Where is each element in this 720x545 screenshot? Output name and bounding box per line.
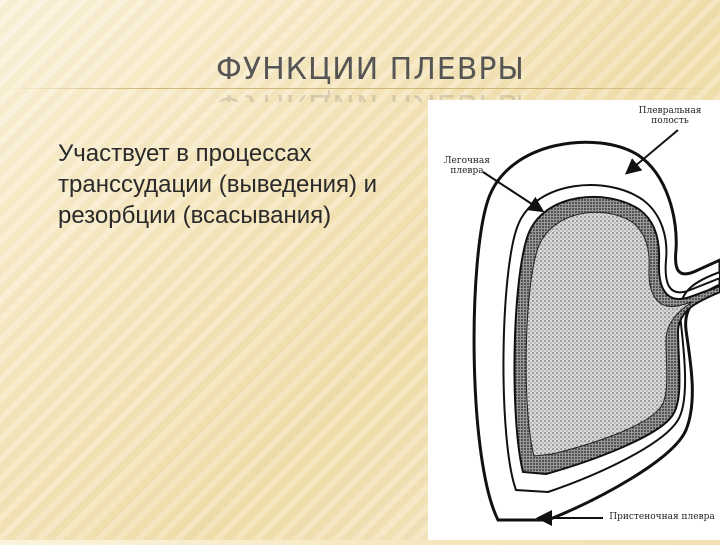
slide-body-text: Участвует в процессах транссудации (выве…	[58, 138, 428, 231]
slide-title: ФУНКЦИИ ПЛЕВРЫ	[216, 52, 536, 87]
pleura-diagram: Плевральная полость Легочная плевра Прис…	[428, 100, 720, 540]
label-visceral-pleura: Легочная плевра	[432, 156, 502, 176]
label-pleural-cavity: Плевральная полость	[624, 106, 716, 126]
label-parietal-pleura: Пристеночная плевра	[608, 512, 716, 522]
title-divider	[0, 88, 720, 89]
arrow-pleural-cavity	[628, 130, 678, 172]
